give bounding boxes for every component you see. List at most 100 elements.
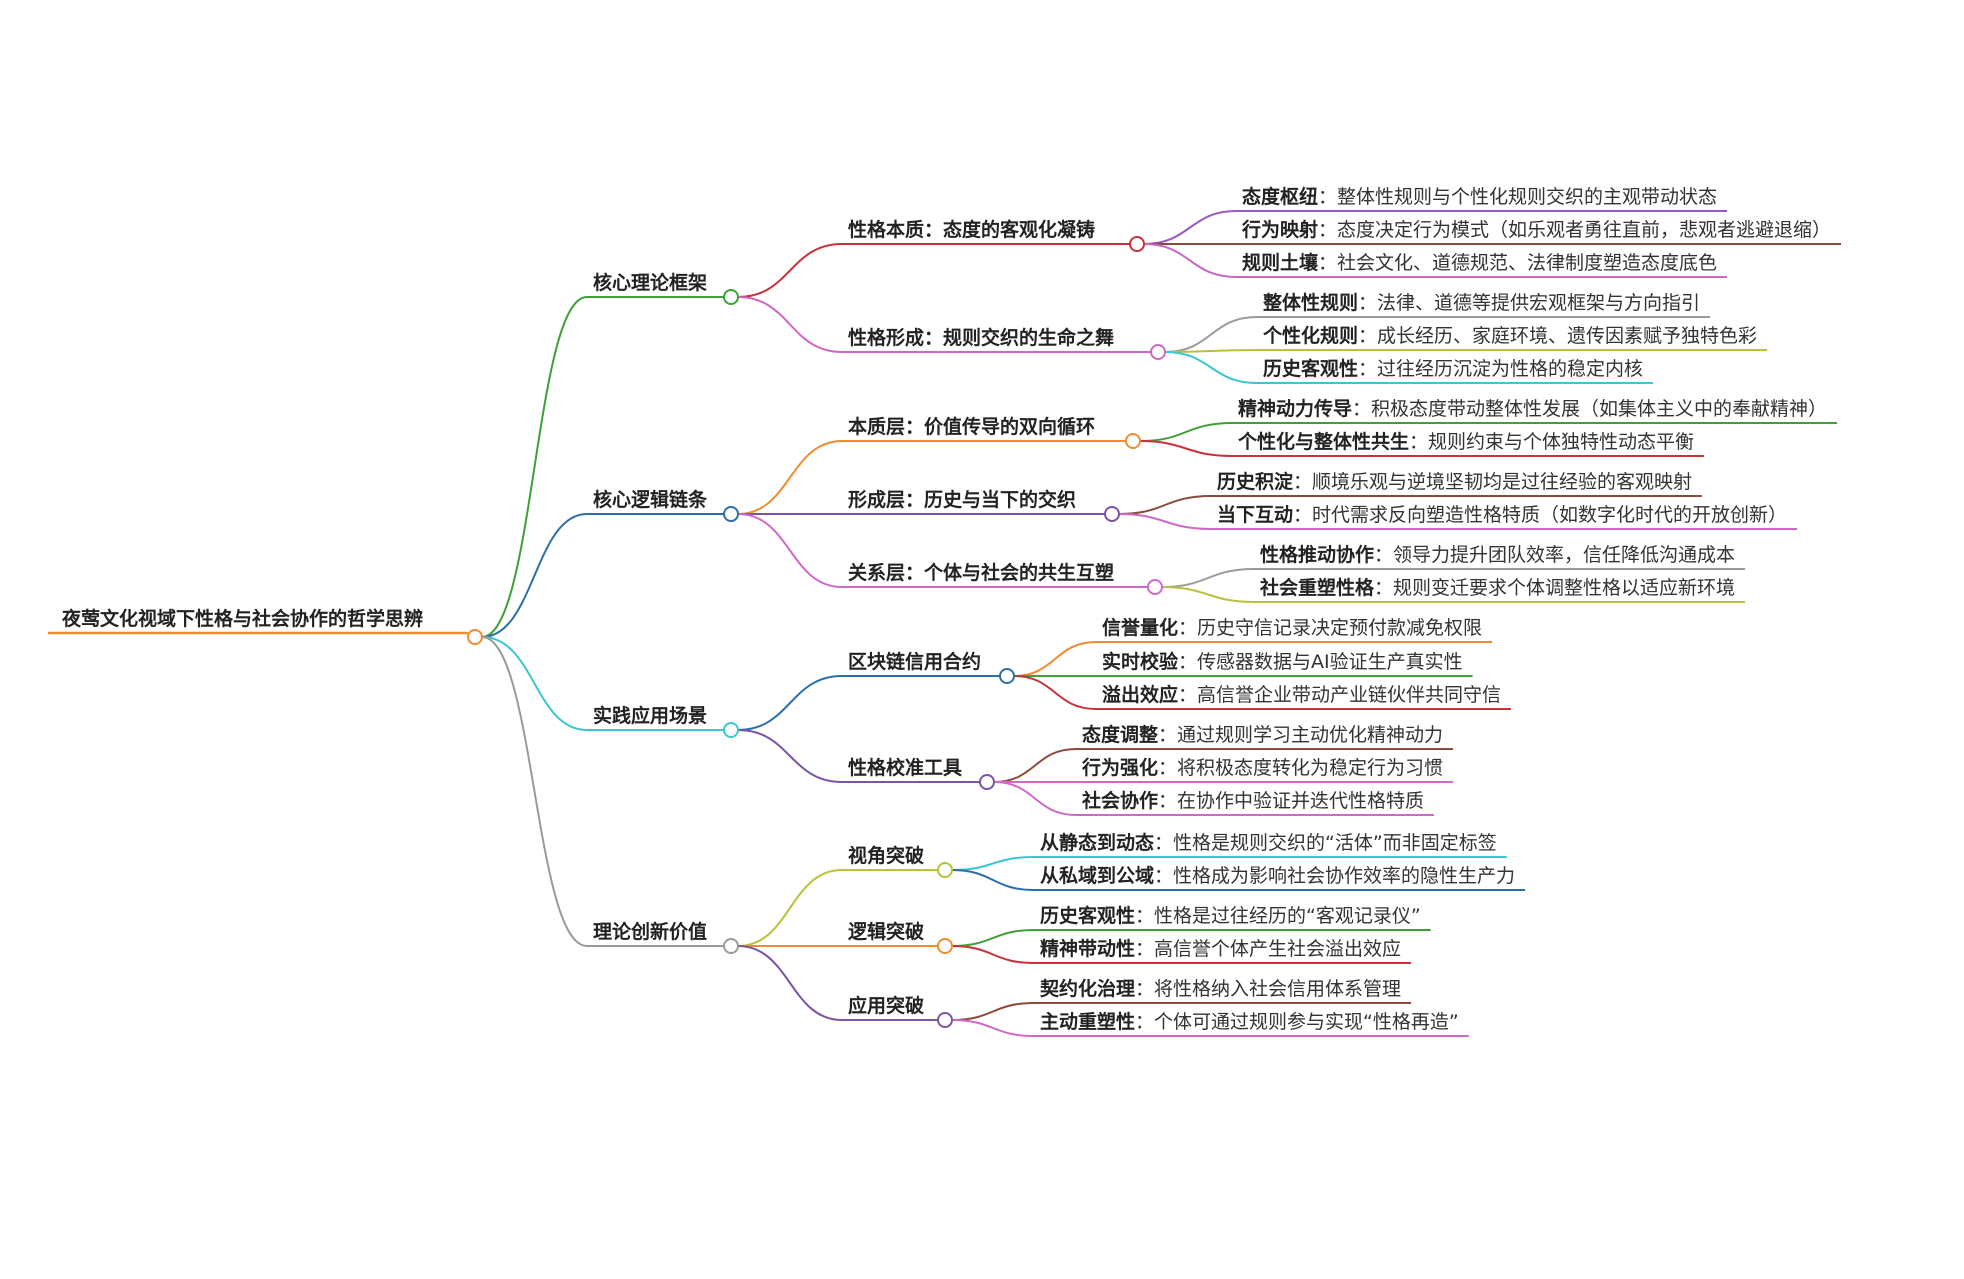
detail-item: 实时校验：传感器数据与AI验证生产真实性 [1102,650,1463,673]
detail-connector [1013,641,1097,677]
detail-item: 主动重塑性：个体可通过规则参与实现“性格再造” [1040,1010,1459,1033]
detail-item: 个性化规则：成长经历、家庭环境、遗传因素赋予独特色彩 [1262,324,1757,347]
detail-item: 整体性规则：法律、道德等提供宏观框架与方向指引 [1263,291,1700,314]
subtopic-connector [737,243,843,298]
detail-connector [951,856,1035,871]
subtopic-collapse-toggle[interactable] [979,774,995,790]
detail-separator: ： [1318,252,1337,274]
branch-collapse-toggle[interactable] [723,938,739,954]
subtopic-connector [737,945,843,1021]
detail-separator: ： [1293,504,1312,526]
subtopic-label: 性格本质：态度的客观化凝铸 [848,218,1095,241]
detail-separator: ： [1178,617,1197,639]
subtopic-collapse-toggle[interactable] [1150,344,1166,360]
detail-description: 在协作中验证并迭代性格特质 [1177,790,1424,812]
detail-separator: ： [1293,471,1312,493]
detail-connector [951,1002,1035,1021]
branch-topic-label: 理论创新价值 [593,920,707,943]
detail-connector [1161,586,1255,603]
detail-separator: ： [1178,684,1197,706]
subtopic-label: 性格形成：规则交织的生命之舞 [848,326,1114,349]
detail-description: 将性格纳入社会信用体系管理 [1154,978,1401,1000]
detail-description: 将积极态度转化为稳定行为习惯 [1177,757,1443,779]
detail-key: 态度枢纽 [1242,185,1318,208]
detail-item: 性格推动协作：领导力提升团队效率，信任降低沟通成本 [1260,543,1735,566]
subtopic-collapse-toggle[interactable] [937,862,953,878]
subtopic-connector [737,440,843,515]
detail-description: 时代需求反向塑造性格特质（如数字化时代的开放创新） [1312,504,1787,526]
detail-item: 行为映射：态度决定行为模式（如乐观者勇往直前，悲观者逃避退缩） [1241,218,1831,241]
branch-topic-label: 实践应用场景 [593,704,707,727]
detail-key: 个性化与整体性共生 [1237,430,1409,453]
detail-separator: ： [1374,577,1393,599]
branch-connector [481,513,588,638]
detail-key: 实时校验 [1102,650,1179,673]
subtopic-collapse-toggle[interactable] [937,1012,953,1028]
detail-description: 传感器数据与AI验证生产真实性 [1197,651,1463,673]
detail-connector [1013,675,1097,710]
subtopic-label: 视角突破 [848,844,924,867]
detail-description: 高信誉企业带动产业链伙伴共同守信 [1197,684,1501,706]
subtopic-collapse-toggle[interactable] [1147,579,1163,595]
detail-item: 态度枢纽：整体性规则与个性化规则交织的主观带动状态 [1242,185,1717,208]
detail-connector [1118,513,1212,530]
subtopic-collapse-toggle[interactable] [937,938,953,954]
branch-connector [481,636,588,947]
subtopic-label: 性格校准工具 [848,756,962,779]
detail-item: 社会协作：在协作中验证并迭代性格特质 [1081,789,1424,812]
detail-key: 从私域到公域 [1040,864,1154,887]
subtopic-label: 关系层：个体与社会的共生互塑 [848,561,1114,584]
subtopic-collapse-toggle[interactable] [999,668,1015,684]
branch-connector [481,296,588,638]
detail-key: 社会协作 [1081,789,1158,812]
subtopic-collapse-toggle[interactable] [1125,433,1141,449]
detail-separator: ： [1358,325,1377,347]
subtopic-label: 形成层：历史与当下的交织 [848,488,1076,511]
root-collapse-toggle[interactable] [467,629,483,645]
detail-key: 当下互动 [1217,503,1293,526]
branch-collapse-toggle[interactable] [723,722,739,738]
detail-description: 积极态度带动整体性发展（如集体主义中的奉献精神） [1371,398,1827,420]
detail-separator: ： [1352,398,1371,420]
detail-item: 历史客观性：过往经历沉淀为性格的稳定内核 [1263,357,1643,380]
detail-description: 性格是规则交织的“活体”而非固定标签 [1173,832,1497,854]
detail-separator: ： [1154,832,1173,854]
detail-description: 个体可通过规则参与实现“性格再造” [1154,1011,1459,1033]
branch-topic-label: 核心理论框架 [593,271,707,294]
detail-connector [951,1019,1035,1037]
subtopic-label: 本质层：价值传导的双向循环 [848,415,1095,438]
detail-description: 规则变迁要求个体调整性格以适应新环境 [1393,577,1735,599]
detail-description: 性格成为影响社会协作效率的隐性生产力 [1173,865,1515,887]
detail-separator: ： [1158,790,1177,812]
subtopic-collapse-toggle[interactable] [1129,236,1145,252]
detail-separator: ： [1358,292,1377,314]
subtopic-label: 逻辑突破 [848,920,924,943]
branch-topic-label: 核心逻辑链条 [593,488,708,511]
detail-connector [1164,351,1258,384]
detail-connector [993,781,1077,816]
branch-collapse-toggle[interactable] [723,289,739,305]
detail-description: 高信誉个体产生社会溢出效应 [1154,938,1401,960]
detail-connector [951,869,1035,891]
detail-key: 性格推动协作 [1260,543,1374,566]
detail-separator: ： [1318,219,1337,241]
detail-separator: ： [1135,1011,1154,1033]
detail-item: 行为强化：将积极态度转化为稳定行为习惯 [1081,756,1443,779]
detail-key: 态度调整 [1082,723,1158,746]
detail-separator: ： [1135,938,1154,960]
detail-key: 信誉量化 [1102,616,1178,639]
detail-connector [1143,243,1237,278]
detail-item: 从私域到公域：性格成为影响社会协作效率的隐性生产力 [1040,864,1515,887]
detail-connector [1139,422,1233,442]
detail-connector [951,945,1035,964]
detail-key: 行为映射 [1241,218,1318,241]
branch-collapse-toggle[interactable] [723,506,739,522]
detail-item: 社会重塑性格：规则变迁要求个体调整性格以适应新环境 [1259,576,1735,599]
subtopic-connector [737,296,843,353]
detail-key: 精神动力传导 [1238,397,1352,420]
detail-item: 历史积淀：顺境乐观与逆境坚韧均是过往经验的客观映射 [1217,470,1692,493]
detail-key: 规则土壤 [1242,251,1319,274]
subtopic-collapse-toggle[interactable] [1104,506,1120,522]
detail-separator: ： [1374,544,1393,566]
detail-key: 历史客观性 [1263,357,1358,380]
